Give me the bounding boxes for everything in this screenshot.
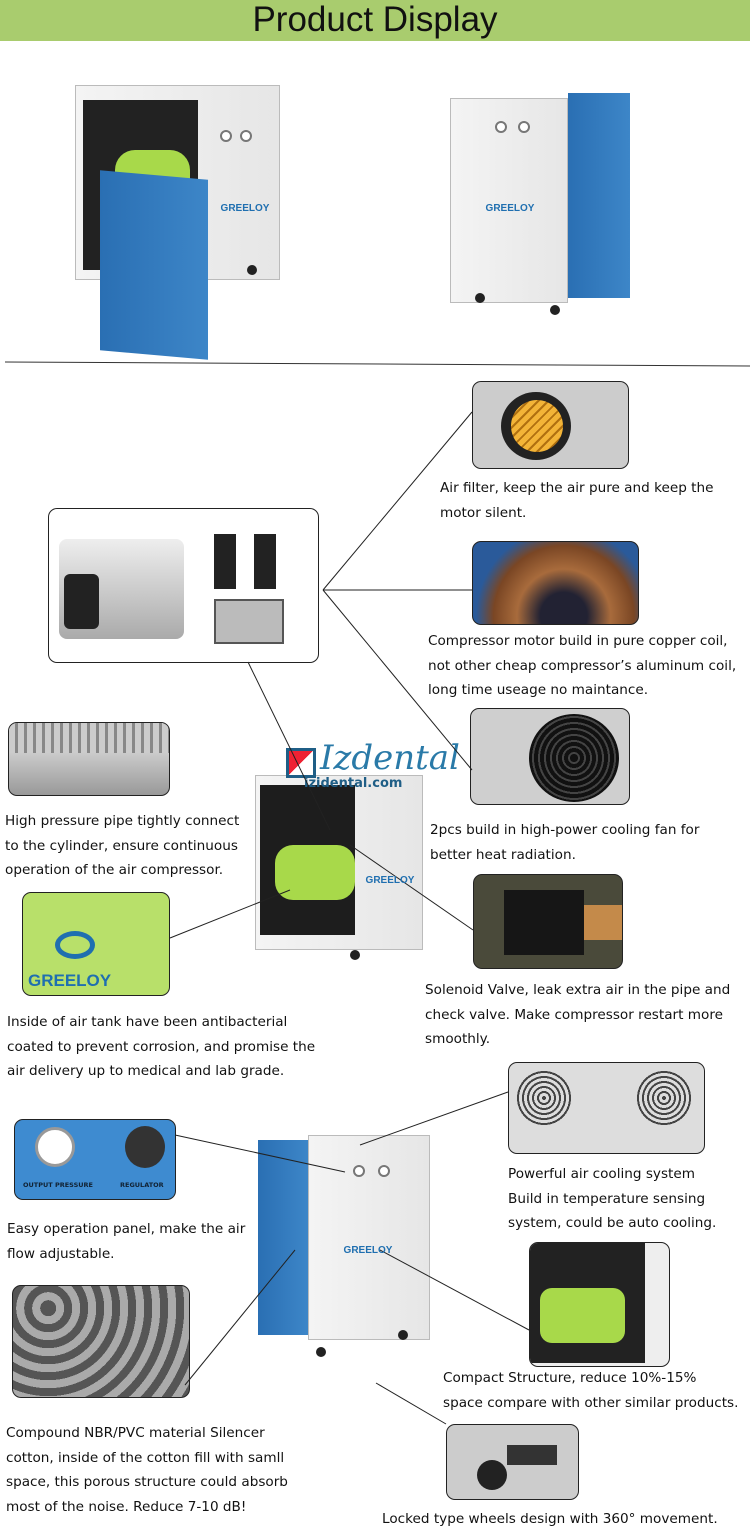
- compact-caption: Compact Structure, reduce 10%-15%space c…: [443, 1370, 739, 1411]
- greeloy-logo-inside: GREELOY: [365, 875, 415, 886]
- solenoid-caption: Solenoid Valve, leak extra air in the pi…: [425, 982, 731, 1048]
- locked-wheel-photo: [446, 1424, 579, 1500]
- pressure-pipe-photo: [8, 722, 170, 796]
- solenoid-valve-photo: [473, 874, 623, 969]
- product-photo-closed: GREELOY: [450, 93, 635, 323]
- operation-panel-photo: OUTPUT PRESSURE REGULATOR: [14, 1119, 176, 1200]
- fan-caption: 2pcs build in high-power cooling fan for…: [430, 822, 700, 863]
- silencer-foam-photo: [12, 1285, 190, 1398]
- header-bar: Product Display: [0, 0, 750, 41]
- izdental-watermark: Izdental izidental.com: [286, 738, 466, 794]
- pump-parts-photo: [48, 508, 319, 663]
- compact-structure-photo: [529, 1242, 670, 1367]
- product-photo-inside: GREELOY: [255, 775, 427, 965]
- cooling-fans-photo: [508, 1062, 705, 1154]
- motor-caption: Compressor motor build in pure copper co…: [428, 633, 737, 699]
- product-photo-open: GREELOY: [75, 75, 285, 360]
- wheels-caption: Locked type wheels design with 360° move…: [382, 1511, 718, 1527]
- greeloy-logo-side: GREELOY: [343, 1245, 393, 1256]
- page-title: Product Display: [252, 0, 498, 39]
- greeloy-logo: GREELOY: [220, 203, 270, 214]
- motor-coil-photo: [472, 541, 639, 625]
- air-filter-caption: Air filter, keep the air pure and keep t…: [440, 480, 714, 521]
- greeloy-logo-closed: GREELOY: [485, 203, 535, 214]
- cooling-fan-photo: [470, 708, 630, 805]
- greeloy-tank-logo: GREELOY: [28, 971, 112, 990]
- product-photo-side: GREELOY: [258, 1135, 433, 1360]
- tank-caption: Inside of air tank have been antibacteri…: [7, 1014, 316, 1080]
- greeloy-tank-photo: GREELOY: [22, 892, 170, 996]
- regulator-label: REGULATOR: [120, 1181, 164, 1189]
- air-filter-photo: [472, 381, 629, 469]
- cabinet-door: [100, 170, 208, 360]
- output-pressure-label: OUTPUT PRESSURE: [23, 1181, 93, 1189]
